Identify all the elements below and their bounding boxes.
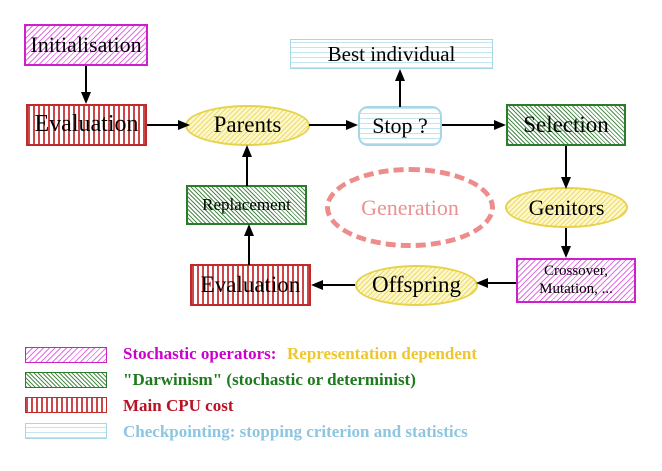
arrow-init-to-evaluation-head xyxy=(81,92,91,104)
generation-label: Generation xyxy=(361,194,459,220)
arrow-parents-to-stop-line xyxy=(309,124,349,126)
legend-label-darwinism: "Darwinism" (stochastic or determinist) xyxy=(123,370,416,389)
legend-label-stochastic-operators: Stochastic operators: xyxy=(123,344,277,363)
node-best-individual: Best individual xyxy=(290,39,493,69)
node-selection-label: Selection xyxy=(523,111,609,137)
node-offspring: Offspring xyxy=(355,265,478,306)
node-mutation-label: Mutation, ... xyxy=(539,280,613,297)
arrow-stop-to-selection-head xyxy=(494,120,506,130)
node-crossover-label: Crossover, xyxy=(544,263,608,280)
arrow-replacement-to-parents-line xyxy=(246,157,248,186)
arrow-crossover-to-offspring-line xyxy=(488,282,516,284)
legend-swatch-stochastic-operators xyxy=(25,347,107,363)
legend-swatch-checkpointing xyxy=(25,423,107,439)
legend-label-cpu-cost: Main CPU cost xyxy=(123,396,234,415)
node-evaluation-top: Evaluation xyxy=(26,104,147,146)
arrow-evaluation-to-replacement-head xyxy=(244,224,254,236)
node-replacement: Replacement xyxy=(186,185,307,225)
node-parents-label: Parents xyxy=(213,112,282,138)
arrow-evaluation-to-replacement-line xyxy=(248,236,250,265)
arrow-evaluation-to-parents-head xyxy=(178,120,190,130)
node-selection: Selection xyxy=(506,104,626,146)
arrow-crossover-to-offspring-head xyxy=(476,278,488,288)
arrow-stop-to-best-head xyxy=(395,69,405,81)
arrow-parents-to-stop-head xyxy=(346,120,358,130)
node-crossover-mutation: Crossover, Mutation, ... xyxy=(516,258,636,303)
arrow-stop-to-best-line xyxy=(399,80,401,107)
arrow-genitors-to-crossover-line xyxy=(565,228,567,248)
node-evaluation-top-label: Evaluation xyxy=(34,111,139,138)
arrow-genitors-to-crossover-head xyxy=(561,246,571,258)
node-evaluation-bottom: Evaluation xyxy=(190,264,311,306)
node-genitors: Genitors xyxy=(505,187,628,228)
legend-swatch-darwinism xyxy=(25,372,107,388)
arrow-replacement-to-parents-head xyxy=(242,145,252,157)
generation-loop-ellipse: Generation xyxy=(325,167,495,248)
arrow-offspring-to-evaluation-head xyxy=(311,280,323,290)
node-stop-label: Stop ? xyxy=(372,113,428,139)
arrow-selection-to-genitors-line xyxy=(565,146,567,179)
legend-label-checkpointing: Checkpointing: stopping criterion and st… xyxy=(123,422,468,441)
arrow-offspring-to-evaluation-line xyxy=(323,284,355,286)
arrow-stop-to-selection-line xyxy=(442,124,496,126)
node-initialisation: Initialisation xyxy=(24,24,148,66)
legend-swatch-cpu-cost xyxy=(25,397,107,413)
arrow-selection-to-genitors-head xyxy=(561,177,571,189)
node-best-individual-label: Best individual xyxy=(327,41,456,66)
node-replacement-label: Replacement xyxy=(202,195,291,215)
node-offspring-label: Offspring xyxy=(371,272,461,298)
legend-label-representation-dependent: Representation dependent xyxy=(287,344,477,363)
node-initialisation-label: Initialisation xyxy=(30,32,142,58)
arrow-evaluation-to-parents-line xyxy=(147,124,181,126)
node-parents: Parents xyxy=(185,105,310,146)
arrow-init-to-evaluation-line xyxy=(85,66,87,94)
node-genitors-label: Genitors xyxy=(528,194,605,220)
node-evaluation-bottom-label: Evaluation xyxy=(200,271,301,297)
node-stop: Stop ? xyxy=(358,106,442,146)
